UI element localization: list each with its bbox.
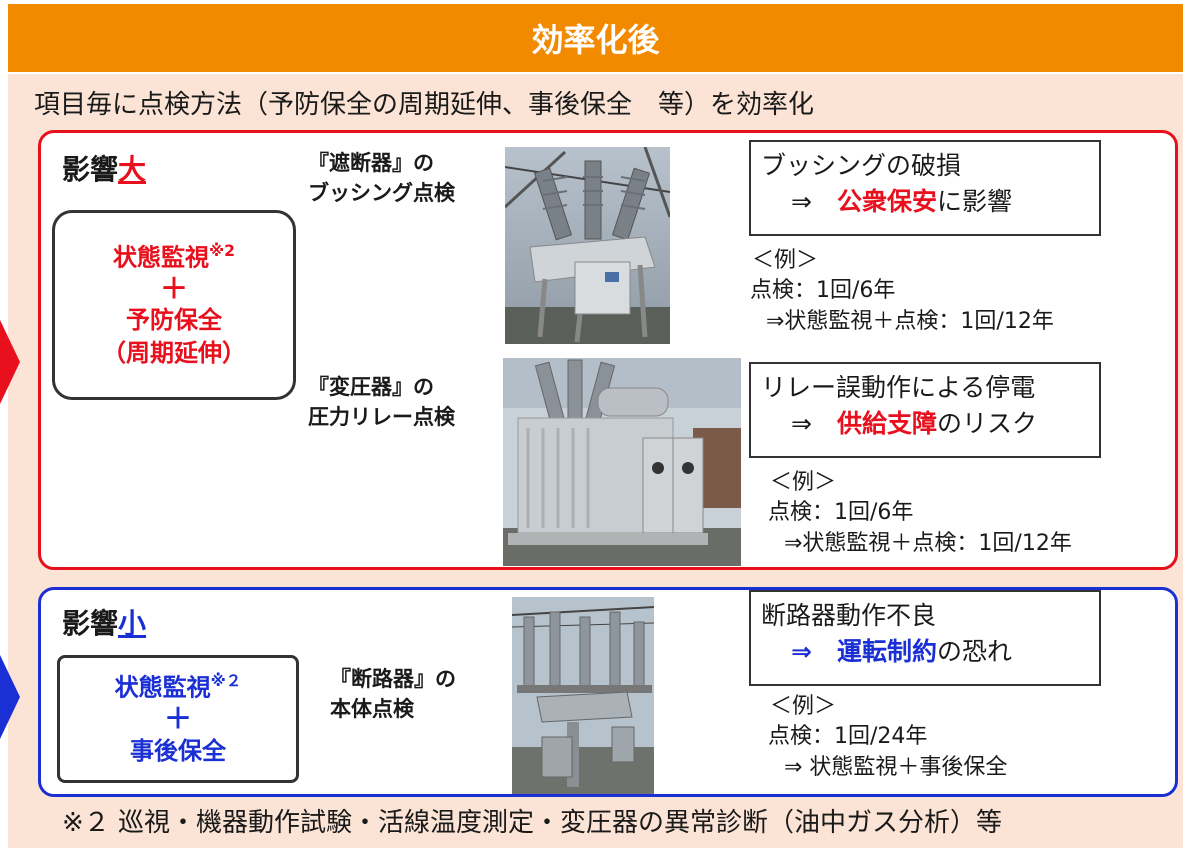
strategy-line3: 予防保全 — [126, 306, 222, 335]
effect-line1: 断路器動作不良 — [761, 601, 937, 630]
impact-level: 小 — [118, 607, 147, 640]
transformer-item-label: 『変圧器』の 圧力リレー点検 — [308, 375, 455, 430]
low-impact-heading: 影響小 — [62, 602, 146, 642]
strategy-line4: （周期延伸） — [102, 338, 246, 367]
breaker-item-label: 『遮断器』の ブッシング点検 — [308, 151, 455, 206]
strategy-line1: 状態監視※2 — [112, 241, 235, 272]
breaker-example: ＜例＞ 点検：1回/6年 ⇒状態監視＋点検：1回/12年 — [750, 248, 1054, 334]
effect-line2: ⇒ 公衆保安に影響 — [791, 187, 1012, 217]
impact-level: 大 — [118, 153, 147, 186]
low-strategy-box: 状態監視※２ ＋ 事後保全 — [57, 655, 299, 783]
effect-line1: ブッシングの破損 — [761, 151, 962, 180]
effect-line2: ⇒ 供給支障のリスク — [791, 409, 1037, 439]
disconnector-item-label: 『断路器』の 本体点検 — [330, 667, 456, 722]
effect-line2: ⇒ 運転制約の恐れ — [791, 637, 1012, 667]
header-title: 効率化後 — [531, 21, 660, 59]
low-impact-arrow-icon — [0, 655, 20, 739]
strategy-line3: 事後保全 — [130, 736, 226, 765]
impact-prefix: 影響 — [62, 607, 119, 640]
strategy-line1: 状態監視※２ — [114, 672, 242, 702]
strategy-plus: ＋ — [159, 271, 188, 305]
transformer-example: ＜例＞ 点検：1回/6年 ⇒状態監視＋点検：1回/12年 — [768, 470, 1072, 556]
header-banner: 効率化後 — [8, 4, 1183, 72]
footnote: ※２ 巡視・機器動作試験・活線温度測定・変圧器の異常診断（油中ガス分析）等 — [62, 808, 1003, 838]
circuit-breaker-photo — [505, 147, 670, 344]
transformer-photo — [503, 358, 741, 566]
strategy-plus: ＋ — [163, 701, 192, 735]
breaker-effect-box: ブッシングの破損 ⇒ 公衆保安に影響 — [749, 140, 1101, 236]
high-impact-heading: 影響大 — [62, 148, 146, 188]
subtitle: 項目毎に点検方法（予防保全の周期延伸、事後保全 等）を効率化 — [34, 90, 815, 120]
transformer-effect-box: リレー誤動作による停電 ⇒ 供給支障のリスク — [749, 362, 1101, 458]
disconnector-photo — [512, 597, 654, 794]
high-impact-arrow-icon — [0, 320, 20, 404]
impact-prefix: 影響 — [62, 153, 119, 186]
disconnector-effect-box: 断路器動作不良 ⇒ 運転制約の恐れ — [749, 590, 1101, 686]
high-strategy-box: 状態監視※2 ＋ 予防保全 （周期延伸） — [52, 210, 296, 400]
effect-line1: リレー誤動作による停電 — [761, 373, 1036, 402]
disconnector-example: ＜例＞ 点検：1回/24年 ⇒ 状態監視＋事後保全 — [768, 694, 1008, 780]
